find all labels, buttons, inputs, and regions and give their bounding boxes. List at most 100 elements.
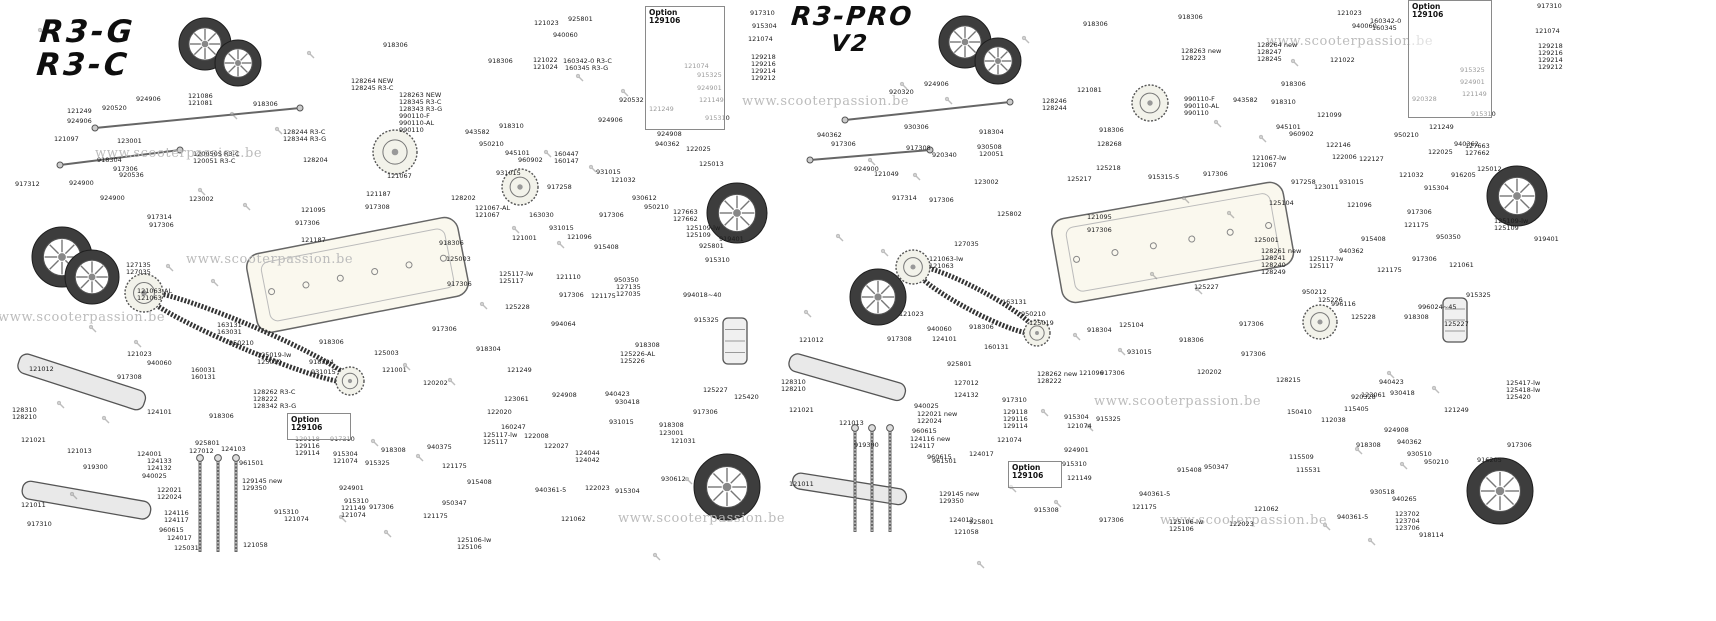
- right-title-line2: V2: [829, 31, 870, 57]
- screw-drawing: [1085, 423, 1094, 432]
- part-label: 925801: [568, 15, 593, 23]
- part-label: 121031: [671, 437, 696, 445]
- part-label: 945101: [1276, 123, 1301, 131]
- part-label: 125019: [1029, 319, 1054, 327]
- part-label: 125003: [374, 349, 399, 357]
- part-label: 120050S R3-C: [193, 150, 240, 158]
- part-label: 128261 new: [1261, 247, 1302, 255]
- part-label: 915310: [344, 497, 369, 505]
- watermark-text: www.scooterpassion.be: [1094, 394, 1262, 409]
- part-label: 123002: [974, 178, 999, 186]
- part-label: 916205: [1451, 171, 1476, 179]
- screw-drawing: [274, 126, 283, 135]
- part-label: 940060: [147, 359, 172, 367]
- part-label: 924901: [339, 484, 364, 492]
- part-label: 121021: [789, 406, 814, 414]
- part-label: 917308: [906, 144, 931, 152]
- part-label: 121175: [591, 292, 616, 300]
- left-diagram-title: R3-G R3-C: [35, 14, 137, 83]
- part-label: 930612: [661, 475, 686, 483]
- part-label: 125109: [1494, 224, 1519, 232]
- part-label: 960615: [927, 453, 952, 461]
- part-label: 918308: [659, 421, 684, 429]
- part-label: 121086: [188, 92, 213, 100]
- part-label: 915408: [467, 478, 492, 486]
- screw-drawing: [1213, 119, 1222, 128]
- part-label: 121011: [789, 480, 814, 488]
- part-label: 924906: [598, 116, 623, 124]
- part-label: 940265: [1392, 495, 1417, 503]
- part-label: 924906: [67, 117, 92, 125]
- part-label: 917306: [113, 165, 138, 173]
- part-label: 121049: [874, 170, 899, 178]
- screw-drawing: [1181, 195, 1190, 204]
- part-label: 990110-AL: [399, 119, 435, 127]
- part-label: 128262 new: [1037, 370, 1078, 378]
- part-label: 122023: [585, 484, 610, 492]
- part-label: 125013: [699, 160, 724, 168]
- part-label: 917308: [365, 203, 390, 211]
- wheel-drawing: [693, 453, 761, 521]
- part-label: 950210: [229, 339, 254, 347]
- part-label: 121001: [382, 366, 407, 374]
- part-label: 918306: [1179, 336, 1204, 344]
- part-label: 950350: [1436, 233, 1461, 241]
- part-label: 121062: [1254, 505, 1279, 513]
- part-label: 121032: [611, 176, 636, 184]
- part-label: 121074: [1067, 422, 1092, 430]
- part-label: 917306: [432, 325, 457, 333]
- part-label: 127663: [1465, 142, 1490, 150]
- part-label: 125227: [1444, 320, 1469, 328]
- part-label: 960902: [518, 156, 543, 164]
- part-label: 125226: [1318, 296, 1343, 304]
- part-label: 129216: [751, 60, 776, 68]
- part-label: 121024: [533, 63, 558, 71]
- part-label: 930508: [977, 143, 1002, 151]
- screw-drawing: [1040, 408, 1049, 417]
- part-label: 917310: [1002, 396, 1027, 404]
- threaded-rod-drawing: [232, 454, 240, 552]
- part-label: 124017: [969, 450, 994, 458]
- part-label: 124001: [137, 450, 162, 458]
- part-label: 121249: [67, 107, 92, 115]
- part-label: 124132: [147, 464, 172, 472]
- part-label: 121175: [1132, 503, 1157, 511]
- part-label: 917306: [1407, 208, 1432, 216]
- part-label: 121061: [1449, 261, 1474, 269]
- screw-drawing: [1399, 461, 1408, 470]
- shock-body-drawing: [1442, 297, 1468, 343]
- part-label: 125228: [505, 303, 530, 311]
- screw-drawing: [1053, 499, 1062, 508]
- part-label: 129214: [1538, 56, 1563, 64]
- part-label: 919300: [83, 463, 108, 471]
- screw-drawing: [69, 491, 78, 500]
- watermark-text: www.scooterpassion.be: [742, 94, 910, 109]
- part-label: 129214: [751, 67, 776, 75]
- watermark-text: www.scooterpassion.be: [0, 310, 166, 325]
- part-label: 940362: [1454, 140, 1479, 148]
- part-label: 121058: [954, 528, 979, 536]
- driveshaft-drawing: [844, 101, 1011, 121]
- screw-drawing: [543, 149, 552, 158]
- part-label: 940362: [1339, 247, 1364, 255]
- part-label: 121149: [341, 504, 366, 512]
- part-label: 919300: [854, 441, 879, 449]
- part-label: 127662: [1465, 149, 1490, 157]
- part-label: 930306: [904, 123, 929, 131]
- part-label: 961501: [239, 459, 264, 467]
- part-label: 121249: [507, 366, 532, 374]
- part-label: 915310: [274, 508, 299, 516]
- gear-drawing: [335, 366, 365, 396]
- gear-drawing: [372, 129, 418, 175]
- part-label: 115531: [1296, 466, 1321, 474]
- part-label: 960615: [159, 526, 184, 534]
- screw-drawing: [101, 415, 110, 424]
- part-label: 129212: [751, 74, 776, 82]
- part-label: 128222: [253, 395, 278, 403]
- wheel-drawing: [178, 17, 232, 71]
- part-label: 950347: [442, 499, 467, 507]
- part-label: 125117-lw: [483, 431, 518, 439]
- part-label: 121011: [21, 501, 46, 509]
- part-label: 128263 NEW: [399, 91, 442, 99]
